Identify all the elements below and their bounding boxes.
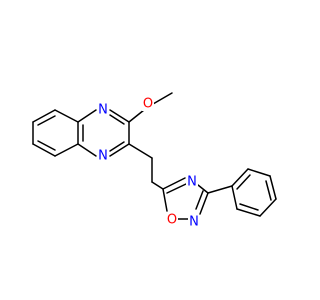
bond-n4-c3-double [109,141,125,152]
bond-ph4-ph5 [259,198,277,217]
bond-c3-ch2a [128,143,153,159]
bond-c4a-n4 [77,143,97,157]
bond-ph5-ph6 [236,208,261,217]
atom-n3: N [186,175,198,190]
structure-diagram: N N O N N O [32,92,277,230]
bond-ph1-ph2-double [236,174,251,190]
bond-n1-c8a [77,109,97,123]
bond-ch2b-c5ox [151,181,164,190]
bond-c8-c7 [32,109,56,123]
atom-n4-label: N [189,215,199,230]
atom-n4: N [188,215,200,230]
bond-c3ox-ph1 [207,185,233,194]
bond-c-o-methoxy [128,109,145,123]
atom-o1: O [142,97,154,112]
atom-o2-label: O [167,213,177,228]
bond-ph2-ph3 [247,168,271,177]
bond-ph1-ph2 [231,168,249,187]
bond-n4-c3ox [197,184,209,194]
atom-o1-label: O [143,97,153,112]
bond-c2-n1 [109,109,130,123]
bond-o-methyl [152,92,173,105]
atom-n1-label: N [98,103,108,118]
atom-n1: N [97,103,109,118]
atom-n3-label: N [187,175,197,190]
bond-c8-c7-double [37,115,56,126]
bond-c5ox-n4-double [166,183,187,194]
bond-c6-c5 [32,143,56,157]
bond-c5ox-n4 [162,177,186,190]
bond-ph3-ph4-double [265,180,272,201]
atom-n2: N [97,149,109,164]
molecule-canvas: N N O N N O [32,92,277,230]
bond-ph5-ph6-double [239,203,259,211]
bond-n4-c3 [109,143,130,157]
atom-o2: O [166,213,178,228]
bond-c5-c4a [54,143,79,157]
bond-c3ox-n2-double [195,190,204,210]
bond-c8a-c8 [54,109,79,123]
bond-c2-n1-double [109,114,125,125]
bond-o1-c5ox [162,188,168,212]
bond-ph6-ph1 [231,185,238,210]
atom-n2-label: N [98,149,108,164]
bond-c6-c5-double [37,140,56,151]
bond-c3ox-n2 [199,192,209,215]
bond-ph3-ph4 [269,175,277,200]
